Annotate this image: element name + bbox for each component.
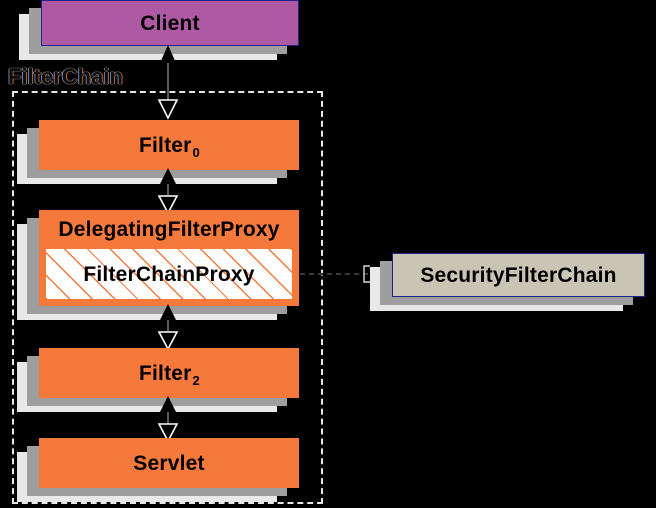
connector-filter2-servlet [157, 396, 179, 442]
connector-client-filter0 [157, 45, 179, 120]
node-filter-0-label: Filter0 [139, 133, 200, 159]
node-security-filter-chain-label: SecurityFilterChain [420, 263, 617, 287]
node-filter-2-label-text: Filter [139, 361, 192, 385]
node-delegating-filter-proxy[interactable]: DelegatingFilterProxy FilterChainProxy [17, 210, 299, 320]
node-filter-0-subscript: 0 [192, 144, 200, 160]
node-filter-0[interactable]: Filter0 [17, 120, 299, 184]
node-client-face: Client [41, 0, 299, 46]
node-security-filter-chain[interactable]: SecurityFilterChain [370, 253, 645, 311]
node-filter-2[interactable]: Filter2 [17, 348, 299, 412]
node-delegating-filter-proxy-face: DelegatingFilterProxy FilterChainProxy [39, 210, 299, 306]
connector-delegating-filter2 [157, 304, 179, 350]
node-security-filter-chain-face: SecurityFilterChain [392, 253, 645, 297]
node-filter-chain-proxy-label: FilterChainProxy [83, 262, 255, 286]
node-filter-2-subscript: 2 [192, 372, 200, 388]
node-filter-chain-proxy[interactable]: FilterChainProxy [45, 248, 293, 300]
node-servlet-label: Servlet [133, 451, 205, 475]
filterchain-group-label: FilterChain [8, 64, 123, 89]
node-servlet-face: Servlet [39, 438, 299, 488]
node-client[interactable]: Client [19, 0, 299, 60]
node-filter-2-label: Filter2 [139, 361, 200, 387]
node-servlet[interactable]: Servlet [17, 438, 299, 502]
node-filter-0-label-text: Filter [139, 133, 192, 157]
node-filter-2-face: Filter2 [39, 348, 299, 398]
node-client-label: Client [140, 11, 200, 35]
connector-filter0-delegating [157, 168, 179, 214]
node-filter-0-face: Filter0 [39, 120, 299, 170]
node-delegating-filter-proxy-label: DelegatingFilterProxy [58, 218, 280, 241]
